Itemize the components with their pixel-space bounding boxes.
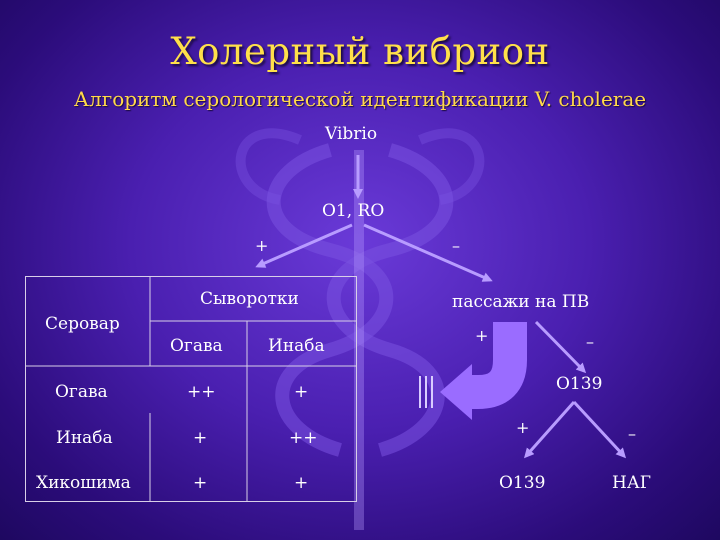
table-cell: +: [193, 428, 208, 448]
table-header-serovar: Серовар: [45, 314, 120, 334]
slide-subtitle: Алгоритм серологической идентификации V.…: [73, 87, 647, 111]
table-cell: ++: [187, 382, 216, 402]
table-row-name: Огава: [55, 382, 108, 402]
arrow-o139-minus: [572, 400, 627, 459]
label-minus-right: –: [452, 236, 460, 255]
arrow-o1-plus: [255, 223, 353, 268]
table-cell: +: [193, 473, 208, 493]
arrow-pass-minus: [534, 320, 587, 374]
node-o139-final: O139: [499, 473, 546, 493]
node-nag: НАГ: [612, 473, 651, 493]
u-turn-arrow-icon: [419, 322, 527, 420]
label-minus-pass: –: [586, 332, 594, 351]
node-vibrio: Vibrio: [325, 124, 378, 144]
node-o1-ro: O1, RO: [322, 201, 385, 221]
arrow-o1-minus: [363, 223, 493, 282]
label-plus-o139: +: [516, 418, 530, 437]
table-row-name: Хикошима: [36, 473, 131, 493]
serovar-table: [25, 276, 357, 502]
label-minus-o139: –: [628, 424, 636, 443]
slide-title: Холерный вибрион: [170, 30, 550, 73]
table-cell: +: [294, 382, 309, 402]
table-cell: +: [294, 473, 309, 493]
table-row-name: Инаба: [56, 428, 113, 448]
table-header-sera: Сыворотки: [200, 289, 299, 309]
arrow-o139-plus: [524, 401, 576, 459]
table-subheader-ogawa: Огава: [170, 336, 223, 356]
node-passages: пассажи на ПВ: [452, 292, 590, 312]
label-plus-left: +: [255, 236, 269, 255]
label-plus-pass: +: [475, 326, 489, 345]
node-o139-mid: O139: [556, 374, 603, 394]
table-cell: ++: [289, 428, 318, 448]
table-subheader-inaba: Инаба: [268, 336, 325, 356]
